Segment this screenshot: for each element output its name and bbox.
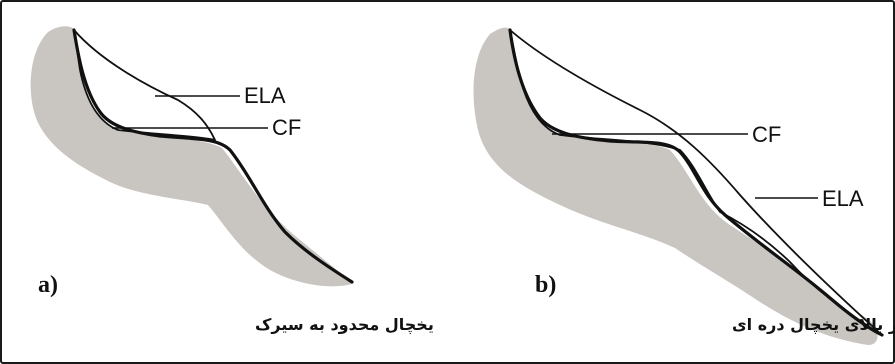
panel-b-ela-label: ELA bbox=[822, 186, 864, 211]
panel-b-cf-label: CF bbox=[752, 122, 781, 147]
panel-a-caption: یخچال محدود به سیرک bbox=[255, 315, 434, 335]
panel-a-cf-label: CF bbox=[272, 115, 301, 140]
panel-a-ela-label: ELA bbox=[244, 83, 286, 108]
panel-a-letter: a) bbox=[38, 272, 58, 298]
panel-b-letter: b) bbox=[535, 272, 556, 298]
panel-b-caption: سیرک در بالای یخچال دره ای bbox=[732, 315, 895, 335]
